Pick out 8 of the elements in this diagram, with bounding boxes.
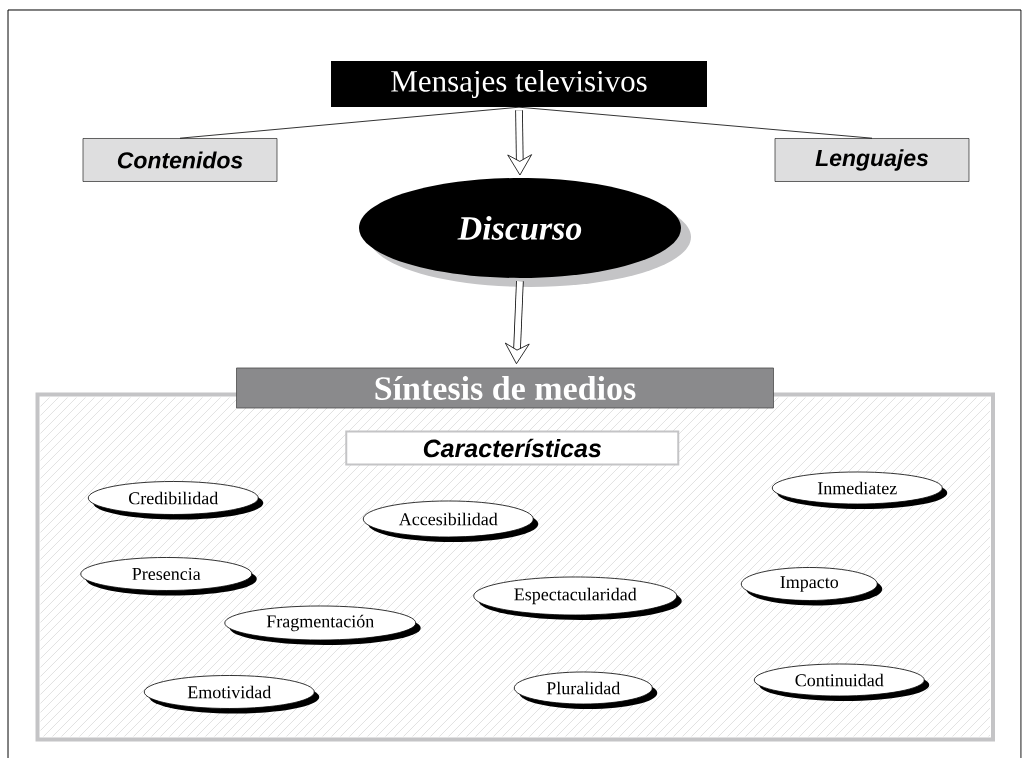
category-box: Contenidos [82, 138, 278, 182]
line [518, 106, 873, 139]
title-box: Mensajes televisivos [331, 61, 707, 107]
arrow [507, 110, 533, 176]
line [179, 106, 520, 139]
category-box: Lenguajes [774, 138, 970, 182]
heading-box: Características [345, 430, 680, 466]
arrow [504, 281, 530, 365]
